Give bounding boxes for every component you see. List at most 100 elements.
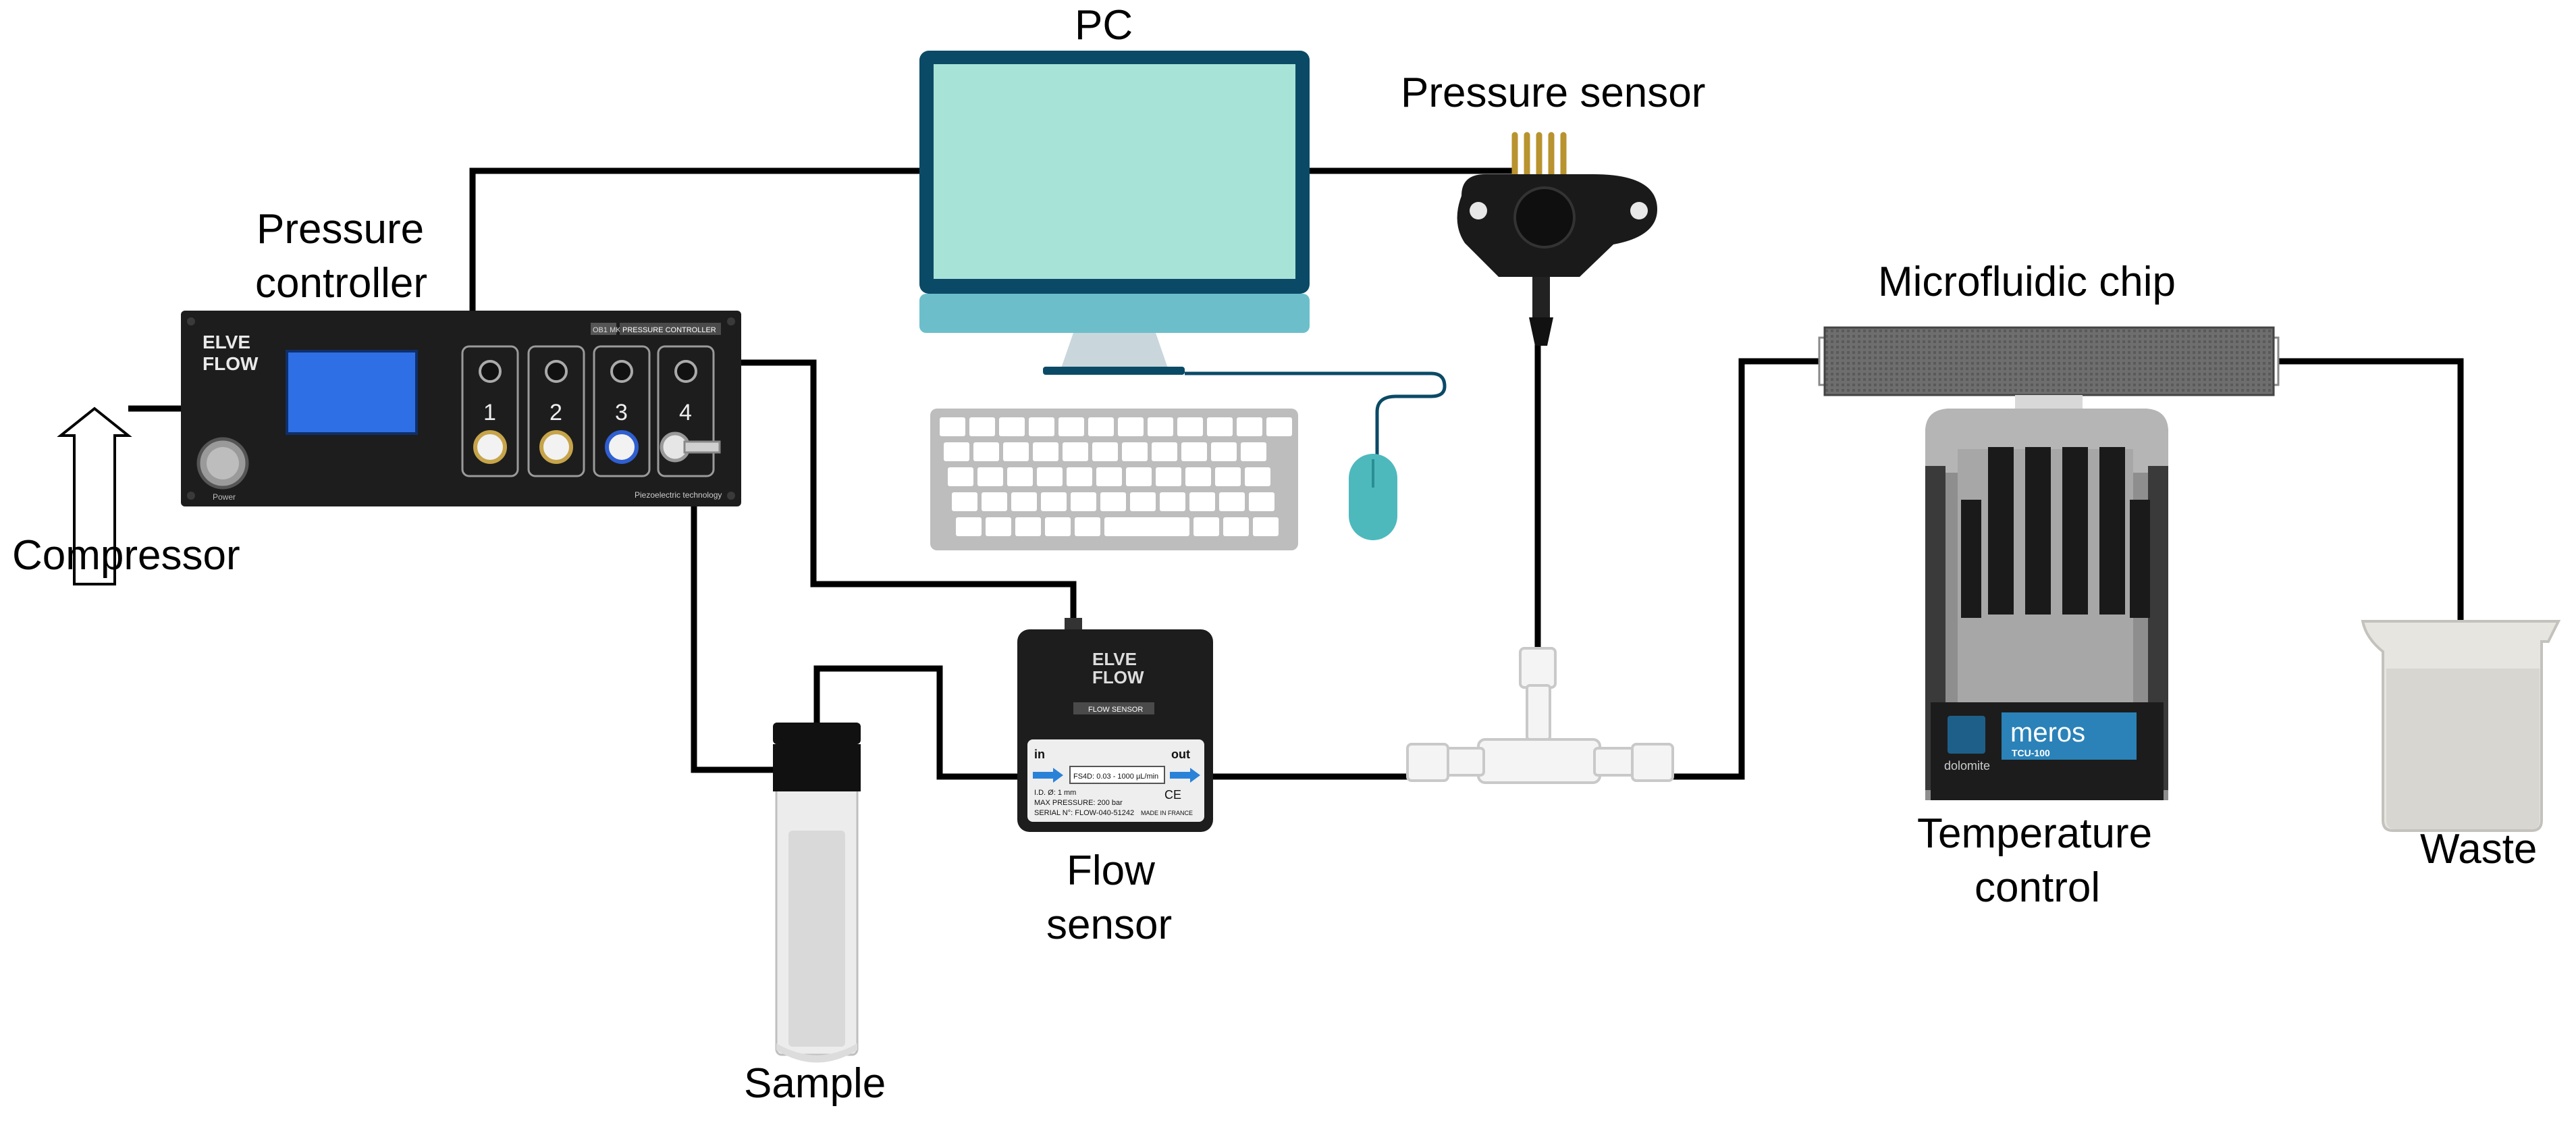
keyboard-key — [1126, 467, 1152, 486]
mouse — [1185, 371, 1447, 540]
keyboard-key — [1211, 442, 1237, 461]
keyboard-key — [1266, 417, 1292, 436]
wire-pc-controller — [469, 167, 919, 314]
monitor-chin — [919, 294, 1310, 333]
flow-sensor-line1: I.D. Ø: 1 mm — [1034, 789, 1076, 797]
flow-sensor-tag: FLOW SENSOR — [1088, 706, 1143, 714]
flow-sensor-device: ELVE FLOW FLOW SENSOR in out FS4D: 0.03 … — [1017, 618, 1213, 832]
keyboard-key — [1041, 492, 1067, 511]
pc-monitor — [919, 51, 1310, 375]
keyboard-key — [969, 417, 995, 436]
keyboard-key — [1029, 417, 1054, 436]
keyboard-key — [1219, 492, 1245, 511]
tube-controller-sample — [691, 506, 776, 773]
channel-1-label: 1 — [483, 400, 496, 425]
keyboard-key — [1118, 417, 1144, 436]
keyboard-key — [1096, 467, 1122, 486]
label-pressure-controller-1: Pressure — [257, 206, 424, 253]
mouse-cable — [1185, 371, 1447, 456]
flow-sensor-in: in — [1034, 748, 1045, 761]
keyboard-key — [1181, 442, 1207, 461]
keyboard-key — [986, 517, 1011, 536]
tube-chip-waste — [2278, 358, 2464, 621]
label-microfluidic-chip: Microfluidic chip — [1878, 259, 2176, 305]
tcu-maker: dolomite — [1944, 759, 1990, 773]
label-sample: Sample — [744, 1060, 886, 1107]
keyboard-key — [977, 467, 1003, 486]
keyboard-key — [1249, 492, 1274, 511]
keyboard-key — [1007, 467, 1033, 486]
flow-sensor-logo-2: FLOW — [1092, 667, 1144, 687]
temperature-control-unit: meros TCU-100 dolomite — [1925, 395, 2168, 800]
controller-logo-2: FLOW — [203, 353, 259, 374]
keyboard-key — [1011, 492, 1037, 511]
keyboard-key — [1071, 492, 1096, 511]
keyboard-key — [1063, 442, 1088, 461]
power-label: Power — [213, 492, 236, 502]
keyboard-key — [1207, 417, 1233, 436]
flow-sensor-range: FS4D: 0.03 - 1000 µL/min — [1073, 773, 1158, 781]
channel-2[interactable]: 2 — [527, 345, 585, 477]
t-junction — [1406, 647, 1674, 784]
monitor-stand — [1061, 333, 1168, 368]
channel-2-label: 2 — [549, 400, 562, 425]
keyboard-key — [1185, 467, 1211, 486]
keyboard-key — [1100, 492, 1126, 511]
channel-4[interactable]: 4 — [657, 345, 721, 477]
monitor-base — [1043, 367, 1185, 375]
label-pressure-controller-2: controller — [255, 260, 427, 307]
keyboard-key — [1058, 417, 1084, 436]
tube-tjunction-chip — [1671, 358, 1819, 780]
keyboard-key — [1177, 417, 1203, 436]
keyboard-key — [1253, 517, 1279, 536]
keyboard-key — [1152, 442, 1177, 461]
keyboard-key — [1015, 517, 1041, 536]
keyboard-key — [1193, 517, 1219, 536]
diagram-labels: PC Pressure sensor Pressure controller C… — [12, 2, 2537, 1107]
flow-sensor-line3: SERIAL N°: FLOW-040-51242 — [1034, 809, 1134, 817]
keyboard-key — [948, 467, 973, 486]
keyboard-key — [1245, 467, 1270, 486]
channel-1[interactable]: 1 — [461, 345, 519, 477]
keyboard — [930, 409, 1298, 550]
keyboard-key — [1033, 442, 1058, 461]
monitor-screen — [934, 64, 1295, 279]
flow-sensor-logo-1: ELVE — [1092, 649, 1137, 669]
controller-lcd — [286, 350, 418, 435]
keyboard-key — [1148, 417, 1173, 436]
tcu-badge — [2002, 712, 2137, 760]
keyboard-key — [1003, 442, 1029, 461]
keyboard-key — [1037, 467, 1063, 486]
tcu-brand: meros — [2010, 718, 2085, 748]
label-pc: PC — [1075, 2, 1133, 49]
tube-controller-flowsensor — [695, 359, 1077, 628]
compressor-arrow — [57, 407, 132, 585]
keyboard-key — [1067, 467, 1092, 486]
keyboard-key — [1045, 517, 1071, 536]
channel-3[interactable]: 3 — [593, 345, 651, 477]
tcu-model: TCU-100 — [2012, 748, 2050, 758]
pressure-controller-device: ELVE FLOW Power OB1 MK3+ PRESSURE CONTRO… — [181, 311, 741, 506]
keyboard-key — [1189, 492, 1215, 511]
keyboard-key — [944, 442, 969, 461]
keyboard-key — [1237, 417, 1262, 436]
keyboard-key — [952, 492, 977, 511]
flow-sensor-line2: MAX PRESSURE: 200 bar — [1034, 799, 1123, 807]
tube-sample-flowsensor — [813, 665, 1023, 780]
flow-sensor-ce: CE — [1164, 788, 1181, 802]
keyboard-key — [1215, 467, 1241, 486]
pressure-sensor-device — [1457, 132, 1657, 346]
connection-lines — [128, 167, 2464, 780]
keyboard-key — [1075, 517, 1100, 536]
flow-sensor-out: out — [1171, 748, 1190, 761]
controller-logo-1: ELVE — [203, 332, 250, 352]
channel-3-label: 3 — [615, 400, 628, 425]
keyboard-key — [1223, 517, 1249, 536]
waste-beaker — [2361, 620, 2561, 832]
keyboard-key — [1122, 442, 1148, 461]
keyboard-key — [956, 517, 982, 536]
microfluidic-chip — [1818, 326, 2280, 396]
keyboard-key — [973, 442, 999, 461]
controller-tech-label: Piezoelectric technology — [635, 490, 722, 500]
keyboard-key — [1130, 492, 1156, 511]
